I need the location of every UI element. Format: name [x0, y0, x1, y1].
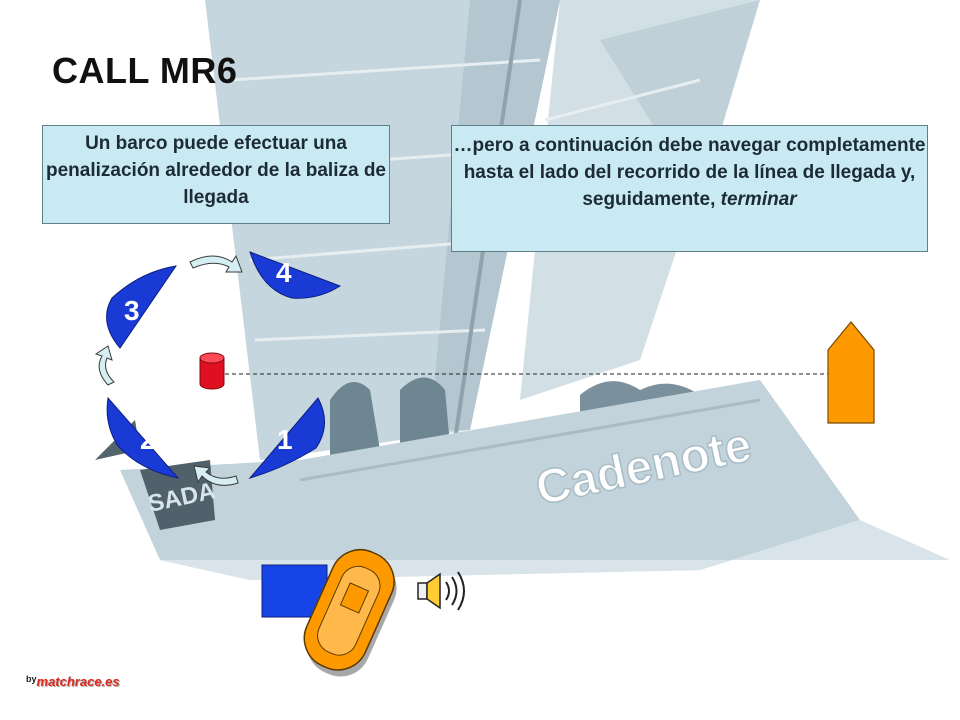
boat-2[interactable]: 2: [106, 396, 180, 479]
page-title: CALL MR6: [52, 50, 238, 91]
umpire-boat-icon[interactable]: [293, 540, 409, 686]
penalty-arrow-icon: [193, 465, 239, 486]
credit: bymatchrace.es: [26, 674, 120, 689]
right-explanation-text: …pero a continuación debe navegar comple…: [453, 135, 926, 210]
left-explanation-text: Un barco puede efectuar una penalización…: [46, 133, 386, 208]
right-explanation-italic: terminar: [720, 189, 797, 210]
credit-site-link[interactable]: matchrace.es: [36, 674, 120, 689]
right-explanation-box: …pero a continuación debe navegar comple…: [451, 125, 928, 252]
credit-by: by: [26, 674, 37, 684]
boat-number: 2: [140, 424, 156, 455]
boat-number: 1: [277, 424, 293, 455]
finishing-mark-icon[interactable]: [199, 352, 225, 390]
boat-4[interactable]: 4: [249, 251, 342, 299]
boat-1[interactable]: 1: [248, 397, 325, 479]
penalty-arrow-icon: [189, 254, 243, 273]
background-sailboat-illustration: SADA Cadenote: [40, 0, 950, 580]
speaker-icon[interactable]: [417, 571, 465, 611]
left-explanation-box: Un barco puede efectuar una penalización…: [42, 125, 390, 224]
committee-boat-icon[interactable]: [827, 321, 875, 424]
penalty-arrow-icon: [94, 345, 115, 386]
boat-3[interactable]: 3: [106, 265, 178, 349]
boat-number: 4: [276, 257, 292, 288]
boat-number: 3: [124, 295, 140, 326]
